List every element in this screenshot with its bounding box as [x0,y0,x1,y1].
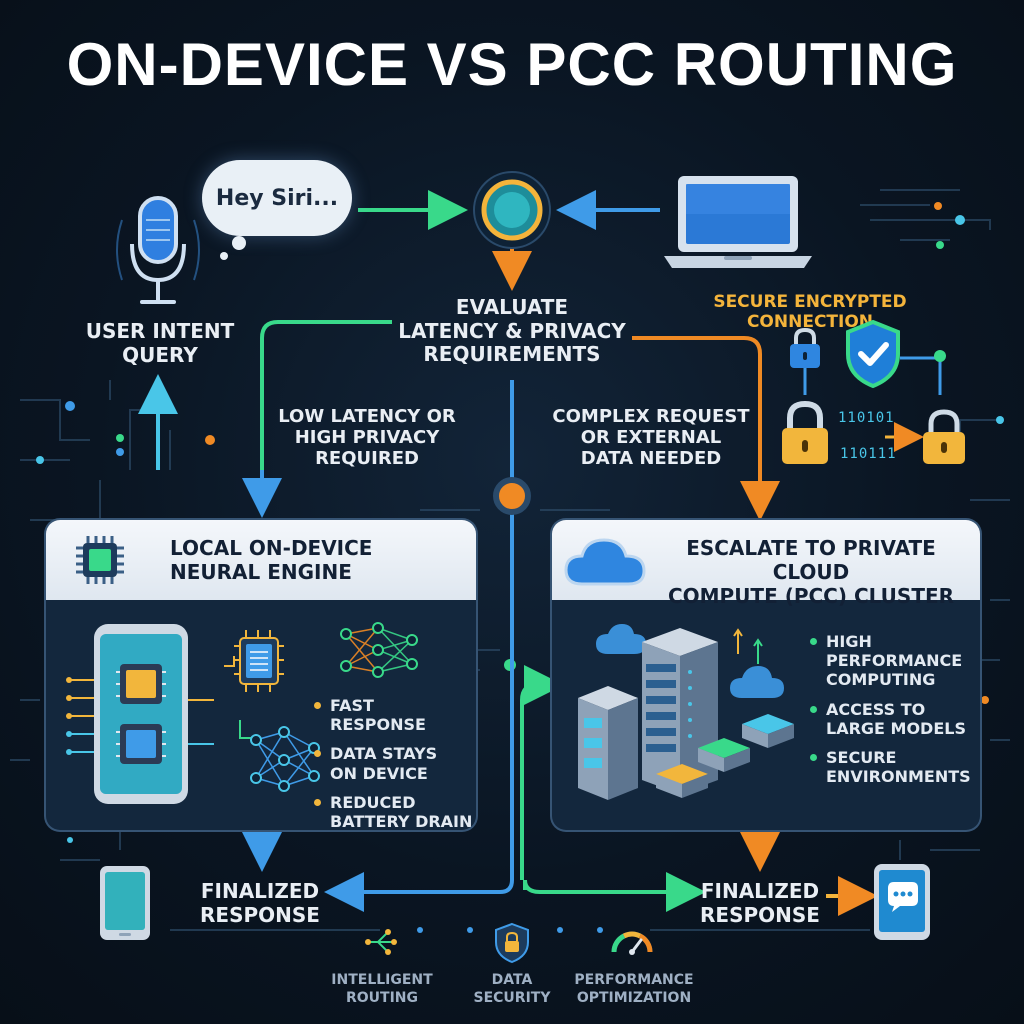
center-line [324,380,514,912]
lock-icon-small [790,327,820,368]
benefit-fast-response: FAST RESPONSE [314,696,474,734]
neural-network-icon-2 [239,720,320,792]
arrow-right-branch [632,336,780,521]
neural-network-icon [340,622,418,678]
secure-connection-label: SECURE ENCRYPTED CONNECTION [713,292,907,333]
finalized-response-right: FINALIZED RESPONSE [700,879,820,927]
footer-data-security: DATA SECURITY [473,972,551,1006]
microphone-icon [116,196,200,304]
arrow-to-final-right [523,872,706,912]
voice-query-bubble: Hey Siri... [202,160,352,236]
bubble-text: Hey Siri... [215,185,339,211]
server-cluster-icon [578,624,794,800]
footer-performance-optimization: PERFORMANCE OPTIMIZATION [574,972,694,1006]
lock-icon-right [923,409,965,464]
chat-phone-icon [874,864,930,940]
smartphone-icon [66,624,214,804]
shield-check-icon [846,319,900,389]
binary-stream-top: 110101 [838,410,895,426]
page-title: ON-DEVICE VS PCC ROUTING [66,31,958,98]
arrow-left-branch [260,320,392,500]
laptop-icon [664,176,812,268]
pcc-cluster-panel: ESCALATE TO PRIVATE CLOUD COMPUTE (PCC) … [550,518,982,832]
center-node [493,477,531,515]
binary-stream-bottom: 110111 [840,446,897,462]
arrow-loop-to-pcc [520,665,564,880]
chip-icon [76,536,124,584]
right-branch-label: COMPLEX REQUEST OR EXTERNAL DATA NEEDED [552,406,750,470]
evaluator-node-icon [473,171,551,249]
bubble-tail-dot-2 [220,252,228,260]
routing-icon [365,929,397,955]
cloud-icon [564,538,646,586]
finalized-response-left: FINALIZED RESPONSE [200,879,320,927]
local-neural-engine-panel: LOCAL ON-DEVICE NEURAL ENGINE [44,518,478,832]
lock-icon-left [782,400,828,464]
pcc-panel-title: ESCALATE TO PRIVATE CLOUD COMPUTE (PCC) … [667,536,955,608]
local-panel-title: LOCAL ON-DEVICE NEURAL ENGINE [170,536,373,584]
data-security-icon [495,922,529,964]
left-branch-label: LOW LATENCY OR HIGH PRIVACY REQUIRED [278,406,456,470]
bubble-tail-dot-1 [232,236,246,250]
performance-gauge-icon [611,931,653,955]
processor-icon [224,630,284,692]
user-intent-label: USER INTENT QUERY [85,319,235,367]
local-panel-header [46,520,476,600]
footer-intelligent-routing: INTELLIGENT ROUTING [331,972,433,1006]
tablet-icon [100,866,150,940]
evaluate-label: EVALUATE LATENCY & PRIVACY REQUIREMENTS [398,295,626,367]
